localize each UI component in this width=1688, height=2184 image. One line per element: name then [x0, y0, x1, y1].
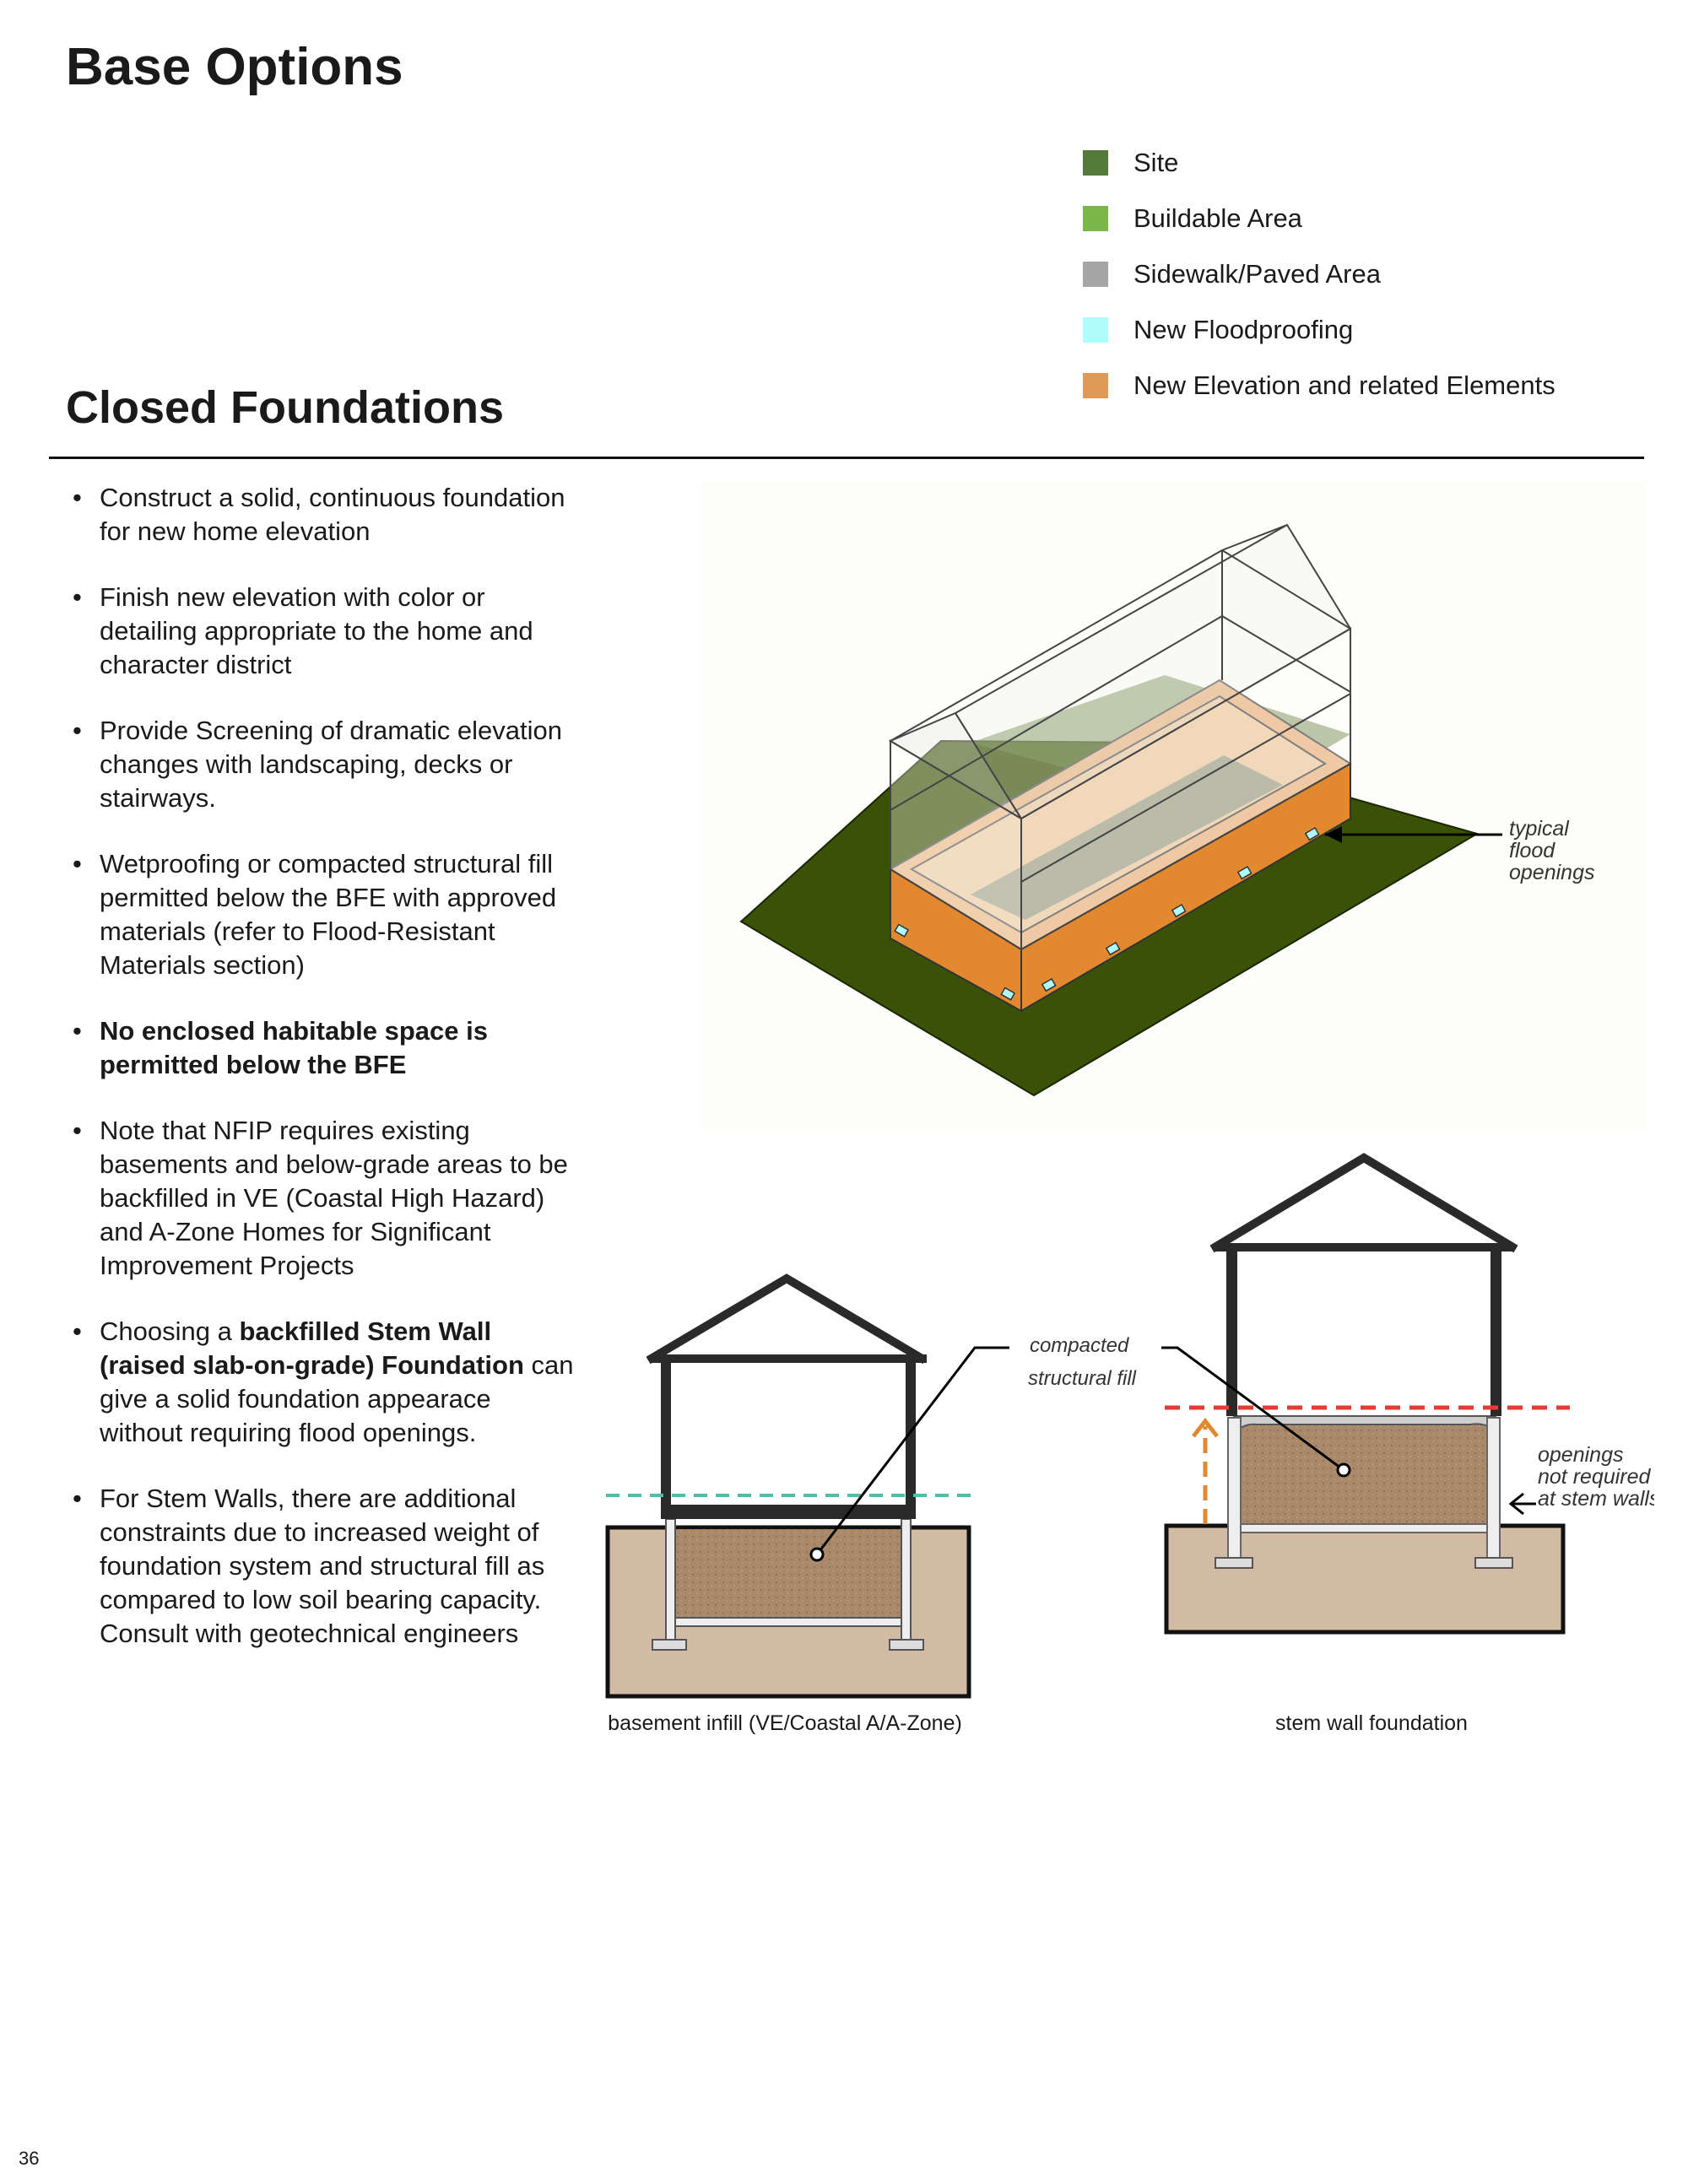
legend-label: Site	[1133, 148, 1179, 177]
wall-left-a	[661, 1356, 671, 1505]
legend-swatch	[1083, 317, 1108, 343]
bullet-text: Choosing a	[100, 1316, 240, 1346]
section-divider	[49, 457, 1644, 459]
section-title: Closed Foundations	[66, 382, 504, 433]
stem-wall-right-b	[1486, 1417, 1501, 1562]
stem-wall-section: openings not required at stem walls	[1161, 1153, 1654, 1635]
legend-item: New Elevation and related Elements	[1083, 358, 1555, 414]
floor-left	[661, 1505, 916, 1519]
page-title: Base Options	[66, 38, 403, 96]
footing-right-b	[1474, 1557, 1513, 1569]
bullet-text: backfilled Stem Wall (raised slab-on-gra…	[100, 1316, 524, 1380]
footing-left-b	[889, 1639, 924, 1651]
elevation-arrow-head	[1192, 1417, 1219, 1438]
legend-swatch	[1083, 150, 1108, 176]
fill-callout-dot-left	[809, 1547, 825, 1562]
caption-stem-wall: stem wall foundation	[1275, 1711, 1468, 1735]
ground-right	[1164, 1523, 1566, 1635]
wall-right-b	[1491, 1247, 1501, 1416]
fill-callout-line-right	[1161, 1346, 1344, 1472]
iso-callout-label: typical flood openings	[1509, 817, 1594, 884]
legend-label: New Elevation and related Elements	[1133, 370, 1555, 400]
bullet-text: can give a solid foundation appearace wi…	[100, 1350, 574, 1447]
legend-item: Sidewalk/Paved Area	[1083, 246, 1555, 302]
legend-swatch	[1083, 262, 1108, 287]
page-number: 36	[19, 2148, 40, 2169]
legend-item: Site	[1083, 135, 1555, 191]
footing-left-a	[652, 1639, 687, 1651]
bullet-text: For Stem Walls, there are additional con…	[100, 1484, 545, 1648]
legend-item: New Floodproofing	[1083, 302, 1555, 358]
stem-callout-arrow	[1508, 1492, 1524, 1516]
bullet-text: Construct a solid, continuous foundation…	[100, 483, 565, 546]
roof-right	[1209, 1153, 1518, 1253]
bullet-text: No enclosed habitable space is permitted…	[100, 1016, 488, 1079]
foundation-illustrations: typical flood openings compacted structu…	[605, 523, 1654, 1699]
bullet-list: Construct a solid, continuous foundation…	[68, 481, 574, 1683]
basement-slab-left	[674, 1617, 902, 1627]
legend-label: Sidewalk/Paved Area	[1133, 259, 1381, 289]
wall-right-a	[1226, 1247, 1237, 1416]
structural-fill-right	[1241, 1424, 1487, 1524]
bullet-text: Note that NFIP requires existing basemen…	[100, 1116, 568, 1280]
fill-callout-line	[815, 1346, 1009, 1555]
house-massing-outline	[888, 523, 1352, 951]
fill-callout-label: compacted structural fill	[1028, 1334, 1137, 1390]
bullet-item: Finish new elevation with color or detai…	[68, 581, 574, 682]
ceiling-left	[650, 1354, 927, 1363]
bullet-item: No enclosed habitable space is permitted…	[68, 1014, 574, 1082]
fill-callout-dot-right	[1336, 1462, 1351, 1478]
stem-wall-right-a	[1227, 1417, 1242, 1562]
bullet-item: Choosing a backfilled Stem Wall (raised …	[68, 1315, 574, 1450]
basement-wall-left-b	[901, 1518, 912, 1646]
isometric-house: typical flood openings	[739, 523, 1594, 1097]
flood-openings	[894, 827, 1320, 1001]
caption-basement-infill: basement infill (VE/Coastal A/A-Zone)	[608, 1711, 962, 1735]
ceiling-right	[1214, 1243, 1514, 1251]
bullet-text: Finish new elevation with color or detai…	[100, 582, 533, 679]
legend-swatch	[1083, 373, 1108, 398]
bullet-item: For Stem Walls, there are additional con…	[68, 1482, 574, 1651]
elevation-inner-floor	[971, 755, 1283, 920]
structural-fill-left	[675, 1529, 901, 1618]
legend-swatch	[1083, 206, 1108, 231]
basement-wall-left-a	[665, 1518, 676, 1646]
legend-label: Buildable Area	[1133, 203, 1302, 233]
footing-right-a	[1215, 1557, 1253, 1569]
iso-callout-arrow	[1325, 826, 1342, 843]
bullet-text: Wetproofing or compacted structural fill…	[100, 849, 557, 980]
stem-callout-label: openings not required at stem walls	[1538, 1443, 1654, 1511]
roof-left	[646, 1273, 928, 1365]
bullet-item: Provide Screening of dramatic elevation …	[68, 714, 574, 815]
legend-label: New Floodproofing	[1133, 315, 1354, 344]
bullet-item: Wetproofing or compacted structural fill…	[68, 847, 574, 982]
stem-slab-bottom	[1240, 1523, 1488, 1533]
bullet-text: Provide Screening of dramatic elevation …	[100, 716, 562, 813]
bullet-item: Note that NFIP requires existing basemen…	[68, 1114, 574, 1283]
legend-item: Buildable Area	[1083, 191, 1555, 246]
bullet-item: Construct a solid, continuous foundation…	[68, 481, 574, 549]
basement-infill-section	[605, 1273, 1009, 1699]
